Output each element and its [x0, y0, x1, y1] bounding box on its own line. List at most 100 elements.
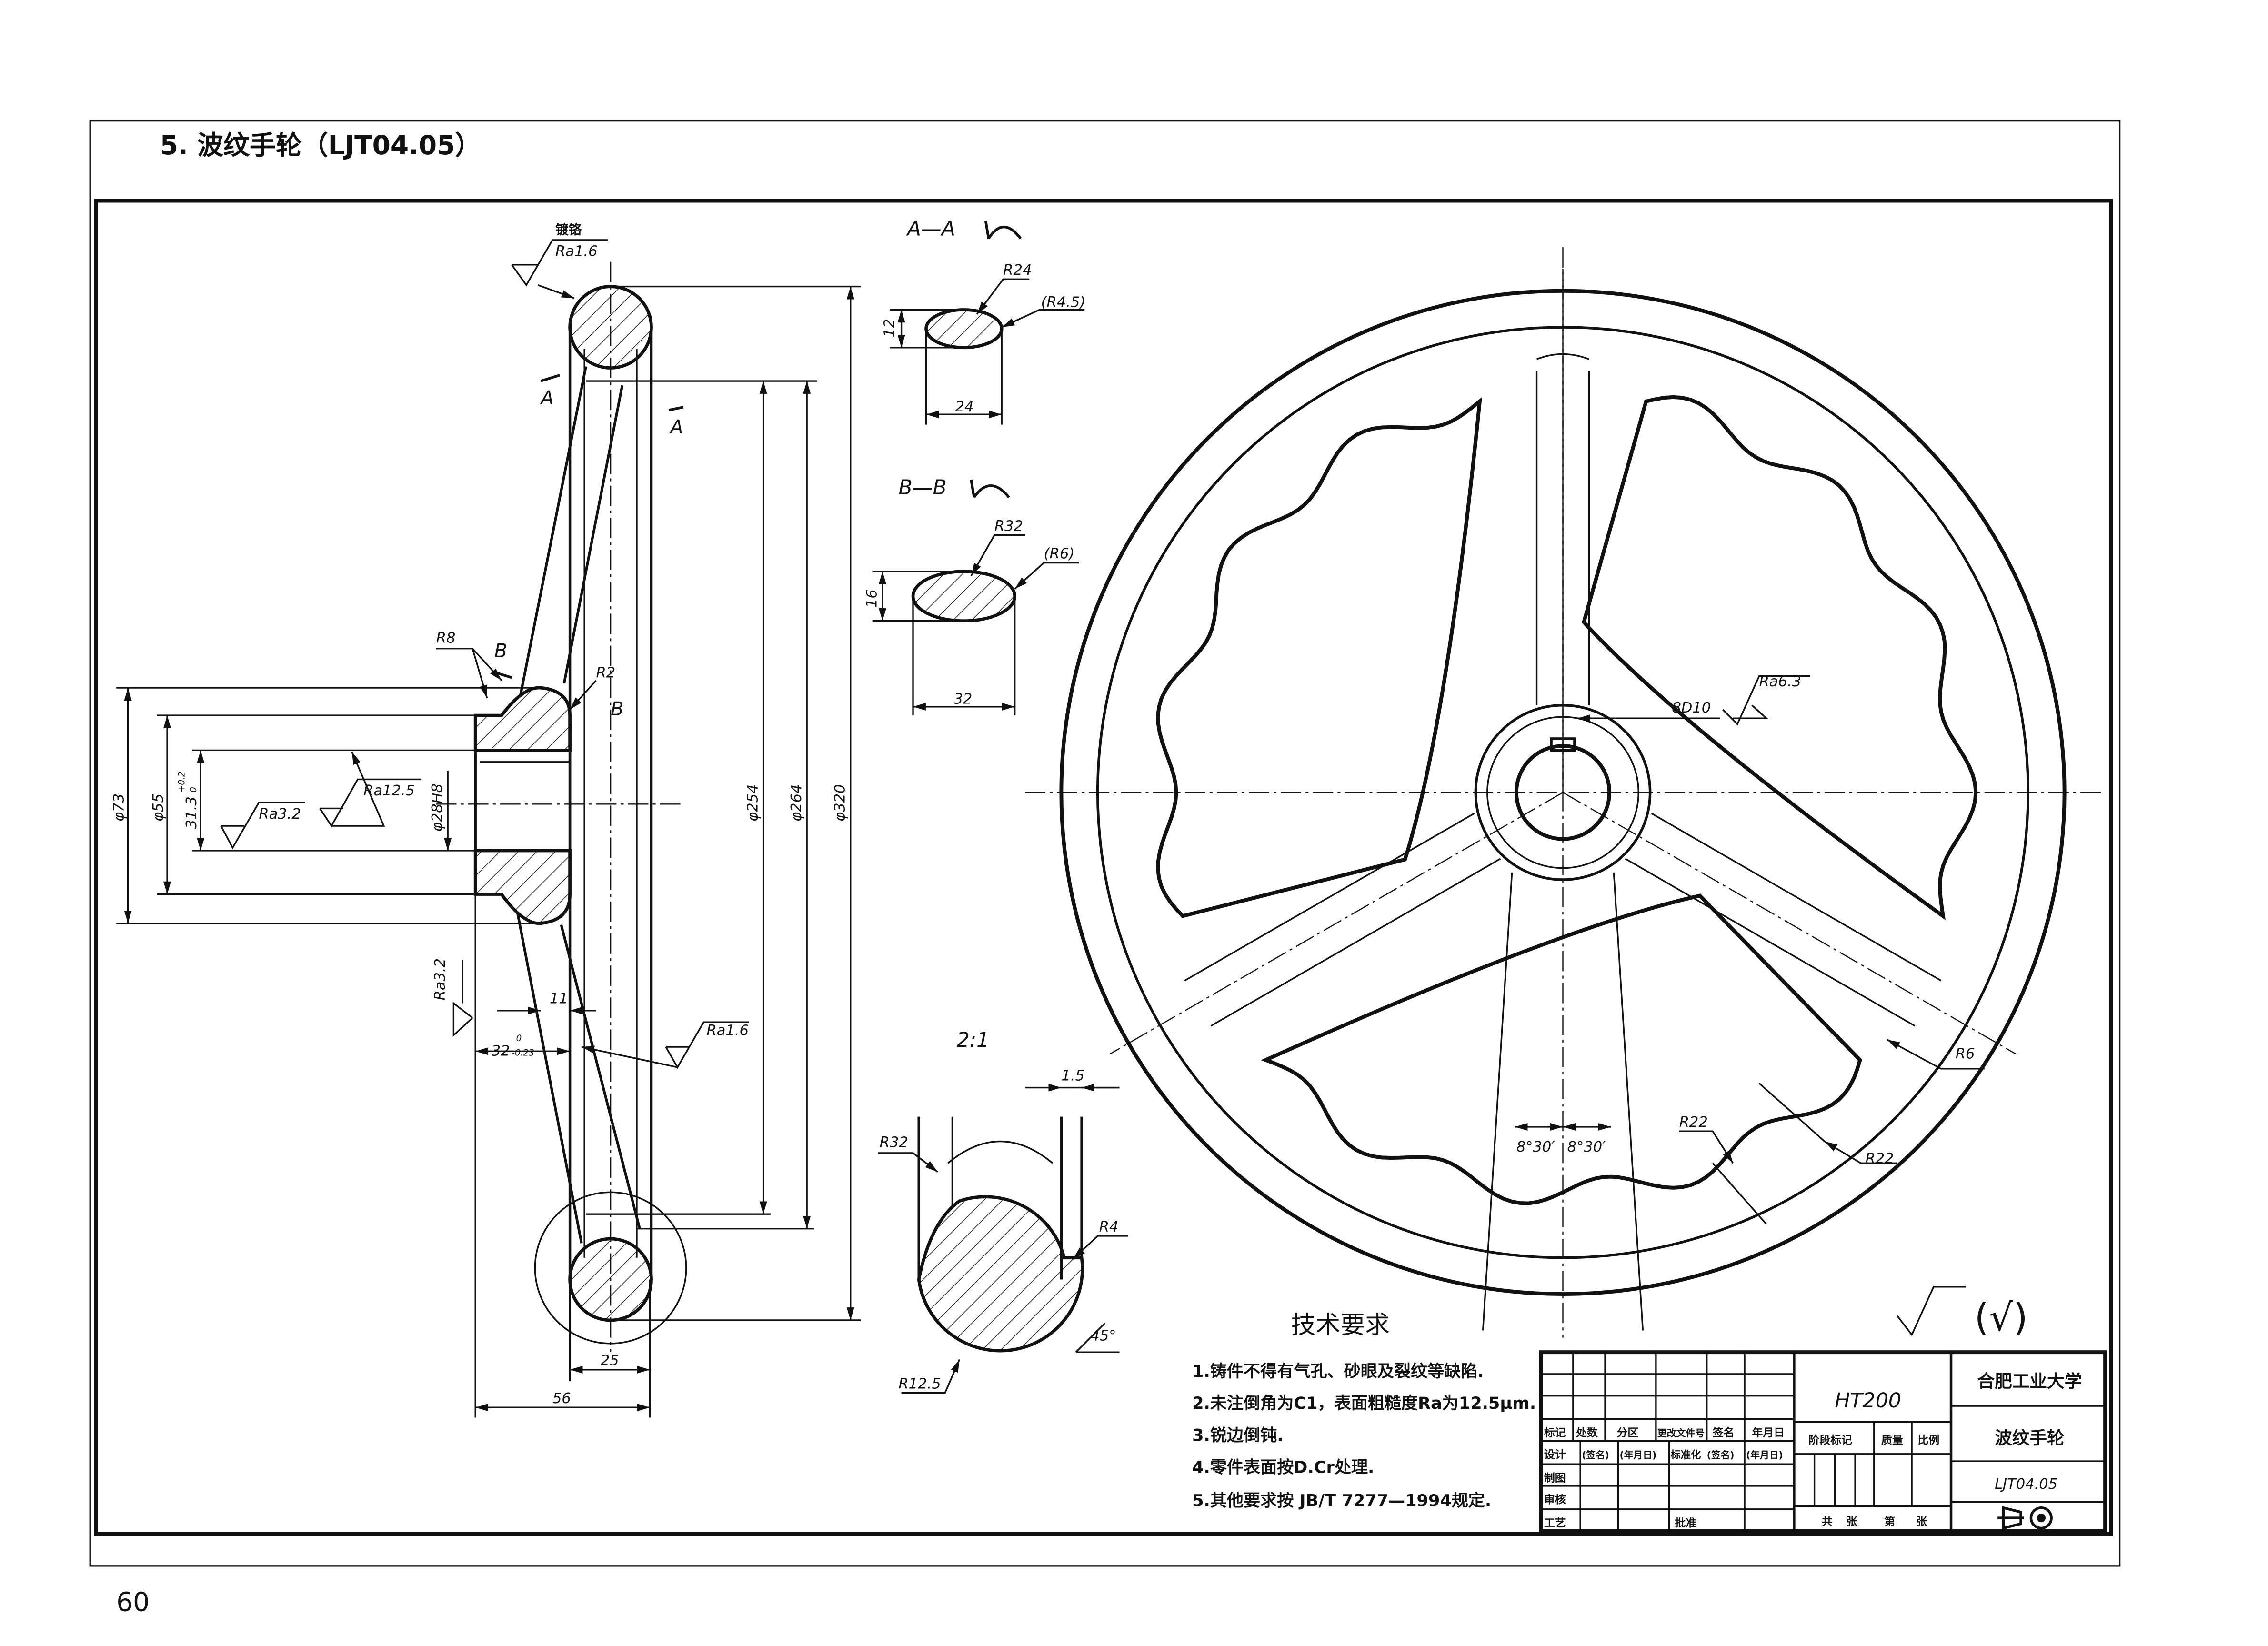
hub-section-top — [473, 686, 572, 752]
sheet-unit-2: 张 — [1916, 1516, 1927, 1528]
sheet-current-label: 第 — [1884, 1515, 1895, 1528]
r2-label: R2 — [596, 665, 616, 682]
rim-detail-section — [917, 1195, 1084, 1353]
coating-note: 镀铬 — [555, 222, 582, 238]
dim-d254: φ254 — [744, 784, 761, 822]
spoke-edge — [1651, 813, 1942, 982]
bb-height: 16 — [864, 589, 881, 608]
rotate-arrow-icon — [984, 221, 1022, 240]
roughness-key: Ra12.5 — [363, 783, 415, 799]
row-process: 工艺 — [1544, 1517, 1566, 1529]
spoke-edge — [1184, 813, 1475, 982]
stage-mark: 阶段标记 — [1808, 1434, 1852, 1446]
section-aa-label: A—A — [906, 217, 955, 241]
dim-d55: φ55 — [150, 793, 167, 822]
angle-left: 8°30′ — [1516, 1139, 1555, 1155]
detail-r32: R32 — [880, 1134, 908, 1151]
rim-outer — [1059, 289, 2067, 1296]
wavy-window — [1261, 893, 1862, 1205]
spoke-centerline — [1109, 792, 1564, 1055]
hdr-count: 处数 — [1576, 1427, 1598, 1439]
spoke-centerline — [1562, 792, 2017, 1055]
page-title: 5. 波纹手轮（LJT04.05） — [160, 130, 482, 161]
wavy-window — [1582, 395, 1978, 921]
aa-r45: (R4.5) — [1041, 294, 1086, 311]
row-std-sign: (签名) — [1707, 1450, 1735, 1461]
front-r22a: R22 — [1679, 1114, 1708, 1131]
rim-section-top — [568, 285, 653, 370]
page-number: 60 — [116, 1586, 150, 1617]
dim-w32-tol-lower: -0.23 — [512, 1048, 534, 1058]
detail-angle: 45° — [1090, 1328, 1116, 1345]
scale: 比例 — [1917, 1434, 1939, 1446]
dim-keyway: 31.3 — [183, 796, 200, 829]
detail-r125: R12.5 — [898, 1375, 941, 1392]
row-standardize: 标准化 — [1670, 1449, 1701, 1461]
tech-item-3: 3.锐边倒钝. — [1192, 1425, 1283, 1445]
tech-item-4: 4.零件表面按D.Cr处理. — [1192, 1457, 1374, 1477]
keyway-dim: 8D10 — [1672, 700, 1711, 716]
hdr-mark: 标记 — [1544, 1427, 1566, 1439]
spoke-edge — [1210, 858, 1501, 1027]
technical-requirements: 技术要求 1.铸件不得有气孔、砂眼及裂纹等缺陷. 2.未注倒角为C1，表面粗糙度… — [1192, 1311, 1536, 1510]
section-a-mark-left: A — [540, 387, 554, 409]
hub-outer — [1474, 703, 1652, 881]
row-design: 设计 — [1544, 1449, 1566, 1461]
detail-scale: 2:1 — [957, 1028, 990, 1052]
wavy-window — [1156, 397, 1482, 918]
material: HT200 — [1835, 1389, 1901, 1413]
r8-label: R8 — [436, 630, 456, 646]
dim-d73: φ73 — [110, 793, 127, 822]
row-design-sign: (签名) — [1582, 1450, 1609, 1461]
section-b-mark-left: B — [494, 640, 507, 662]
front-view: 8D10 Ra6.3 8°30′ 8°30′ R6 R22 R22 (√) — [1025, 247, 2101, 1339]
section-bb-label: B—B — [898, 476, 946, 500]
drawing-number: LJT04.05 — [1995, 1476, 2057, 1493]
part-name: 波纹手轮 — [1995, 1427, 2065, 1448]
tech-item-2: 2.未注倒角为C1，表面粗糙度Ra为12.5μm. — [1192, 1394, 1536, 1413]
detail-view: 2:1 1.5 R32 R4 45° R12.5 — [878, 1028, 1128, 1394]
side-view: 镀铬 Ra1.6 A A R8 B R2 B Ra3.2 Ra12.5 φ73 … — [110, 222, 861, 1418]
aa-r24: R24 — [1003, 262, 1032, 279]
hdr-date: 年月日 — [1752, 1426, 1785, 1439]
roughness-top: Ra1.6 — [555, 243, 597, 260]
row-check: 审核 — [1544, 1494, 1566, 1506]
default-roughness-symbol — [1897, 1286, 1966, 1336]
bb-r32: R32 — [994, 518, 1023, 534]
tech-item-5: 5.其他要求按 JB/T 7277—1994规定. — [1192, 1491, 1491, 1511]
front-roughness: Ra6.3 — [1759, 673, 1801, 690]
dim-w32: 32 — [492, 1043, 510, 1059]
section-a-mark-right: A — [669, 416, 683, 438]
school: 合肥工业大学 — [1977, 1371, 2082, 1391]
bb-width: 32 — [953, 691, 972, 708]
tech-item-1: 1.铸件不得有气孔、砂眼及裂纹等缺陷. — [1192, 1362, 1484, 1381]
dim-w11: 11 — [550, 991, 568, 1007]
mass: 质量 — [1881, 1434, 1903, 1446]
sheet-total-label: 共 — [1822, 1516, 1833, 1528]
detail-w15: 1.5 — [1061, 1067, 1084, 1084]
aa-width: 24 — [955, 399, 974, 415]
section-b-b: B—B R32 (R6) 16 32 — [864, 476, 1079, 716]
dim-w56: 56 — [552, 1390, 571, 1407]
detail-r4: R4 — [1099, 1219, 1119, 1235]
projection-symbol-icon — [1997, 1506, 2053, 1530]
tech-title: 技术要求 — [1291, 1311, 1390, 1339]
sheet-unit-1: 张 — [1847, 1516, 1857, 1528]
row-draw: 制图 — [1544, 1472, 1566, 1485]
rim-section-bottom — [568, 1237, 653, 1322]
row-design-date: (年月日) — [1620, 1450, 1657, 1461]
dim-bore: φ28H8 — [429, 783, 446, 832]
front-r6: R6 — [1956, 1046, 1975, 1063]
hub-section-bottom — [473, 849, 572, 925]
dim-w32-tol-upper: 0 — [516, 1034, 522, 1044]
dim-keyway-tol-lower: 0 — [189, 787, 199, 793]
section-b-mark-right: B — [611, 698, 623, 720]
hdr-sign: 签名 — [1712, 1426, 1735, 1439]
dim-keyway-tol-upper: +0.2 — [177, 771, 187, 792]
dim-w25: 25 — [601, 1353, 619, 1369]
dim-d264: φ264 — [788, 784, 805, 822]
page-border — [89, 120, 2121, 1567]
bb-r6: (R6) — [1044, 545, 1074, 562]
row-approve: 批准 — [1675, 1517, 1697, 1529]
rotate-arrow-icon — [970, 480, 1010, 498]
